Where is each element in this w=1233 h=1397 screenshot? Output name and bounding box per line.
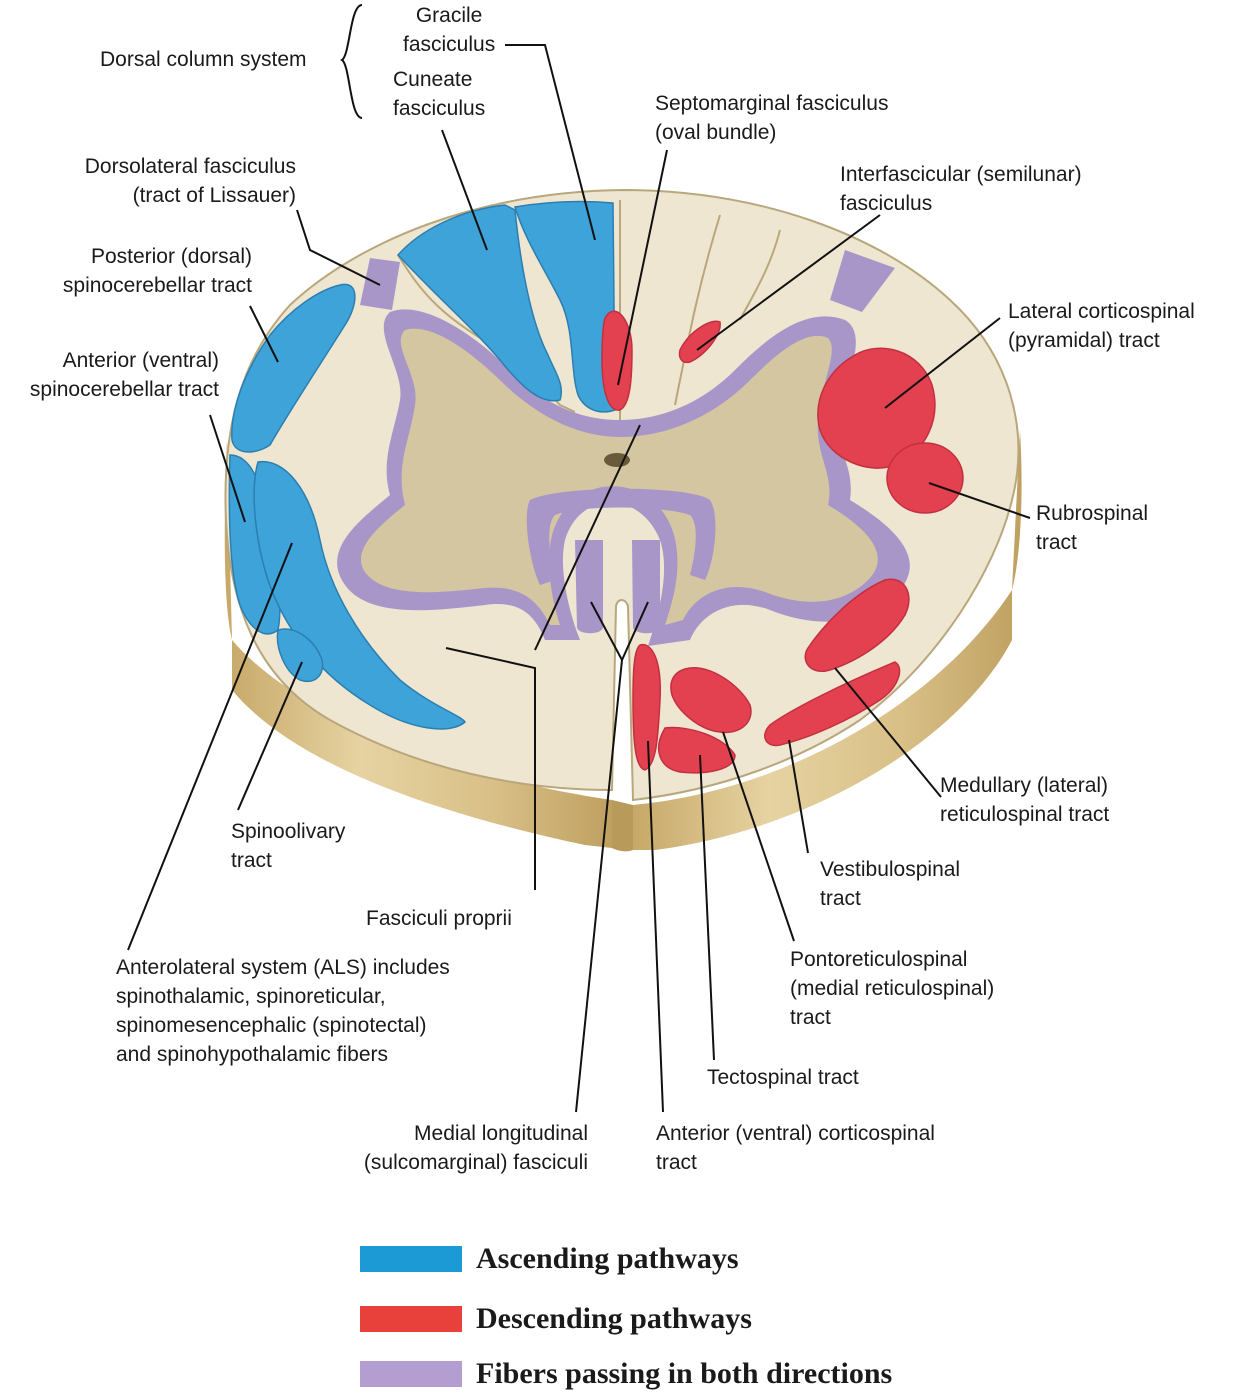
- tectospinal-area: [657, 726, 736, 774]
- central-canal: [604, 453, 630, 467]
- label-septomarginal-fasciculus: Septomarginal fasciculus(oval bundle): [655, 92, 889, 144]
- label-fasciculi-proprii: Fasciculi proprii: [366, 907, 512, 930]
- medial-longitudinal-area-right: [632, 540, 660, 634]
- dorsolateral-fasciculus-area-right: [830, 250, 895, 312]
- ascending-tracts: [228, 200, 616, 730]
- legend-swatch-descending: [360, 1306, 462, 1332]
- label-lateral-corticospinal: Lateral corticospinal(pyramidal) tract: [1008, 300, 1195, 352]
- label-interfascicular-fasciculus: Interfascicular (semilunar)fasciculus: [840, 163, 1082, 215]
- bidirectional-fibers: [360, 250, 895, 634]
- als-area: [253, 461, 467, 730]
- legend-swatch-ascending: [360, 1246, 462, 1272]
- legend-label-descending: Descending pathways: [476, 1302, 752, 1335]
- gray-matter: [360, 328, 878, 625]
- label-medullary-reticulospinal: Medullary (lateral)reticulospinal tract: [940, 774, 1110, 826]
- pontoreticulospinal-area: [670, 667, 752, 734]
- legend-label-both-directions: Fibers passing in both directions: [476, 1357, 893, 1390]
- spinoolivary-area: [276, 628, 324, 682]
- label-posterior-spinocerebellar: Posterior (dorsal)spinocerebellar tract: [62, 245, 252, 297]
- interfascicular-area: [678, 320, 721, 364]
- rubrospinal-area: [886, 442, 964, 514]
- cuneate-fasciculus-area: [396, 204, 562, 402]
- leader-lines: [127, 4, 1031, 1113]
- label-tectospinal: Tectospinal tract: [707, 1066, 859, 1089]
- descending-tracts: [601, 310, 964, 774]
- posterior-spinocerebellar-area: [231, 283, 356, 453]
- legend-swatch-both-directions: [360, 1361, 462, 1387]
- medullary-reticulospinal-area: [804, 578, 910, 673]
- label-medial-longitudinal: Medial longitudinal(sulcomarginal) fasci…: [363, 1122, 588, 1174]
- label-dorsolateral-fasciculus: Dorsolateral fasciculus(tract of Lissaue…: [84, 155, 296, 207]
- cord-side-wall: [224, 430, 1022, 852]
- label-anterior-spinocerebellar: Anterior (ventral)spinocerebellar tract: [29, 349, 219, 401]
- septomarginal-area: [601, 310, 633, 411]
- label-pontoreticulospinal: Pontoreticulospinal(medial reticulospina…: [790, 948, 995, 1029]
- anterior-corticospinal-area: [632, 644, 661, 771]
- label-dorsal-column-system: Dorsal column system: [100, 48, 307, 71]
- legend-label-ascending: Ascending pathways: [476, 1242, 739, 1275]
- vestibulospinal-area: [764, 661, 901, 747]
